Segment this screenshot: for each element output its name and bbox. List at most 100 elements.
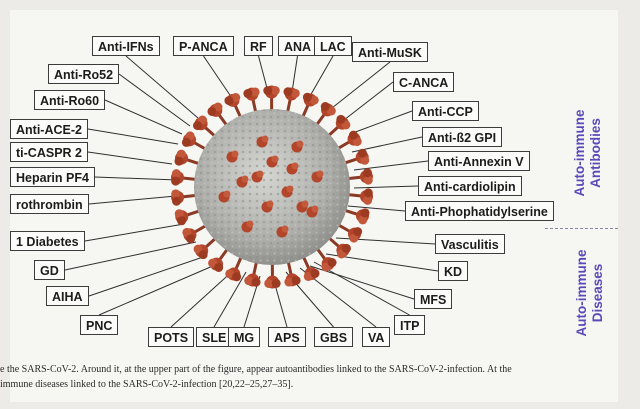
caption-line-2: immune diseases linked to the SARS-CoV-2… bbox=[0, 379, 294, 390]
surface-spike bbox=[218, 190, 231, 203]
connector-line bbox=[125, 55, 199, 119]
surface-spike bbox=[281, 185, 294, 198]
disease-label-sle: SLE bbox=[196, 327, 233, 347]
surface-spike bbox=[226, 150, 239, 163]
connector-line bbox=[98, 261, 223, 316]
connector-line bbox=[309, 265, 415, 300]
antibody-label-anti-annexin-v: Anti-Annexin V bbox=[428, 151, 530, 171]
connector-line bbox=[64, 241, 197, 271]
spike-protein bbox=[171, 189, 185, 206]
spike-protein bbox=[359, 168, 373, 185]
connector-line bbox=[343, 81, 394, 121]
connector-line bbox=[347, 205, 406, 212]
spike-protein bbox=[244, 273, 261, 287]
spike-protein bbox=[170, 169, 184, 186]
disease-label-mfs: MFS bbox=[414, 289, 453, 309]
antibody-label-anti-2-gpi: Anti-ß2 GPI bbox=[422, 127, 503, 147]
connector-line bbox=[291, 55, 298, 93]
antibody-label-c-anca: C-ANCA bbox=[393, 72, 455, 92]
antibodies-heading-line1: Auto-immune bbox=[572, 109, 587, 197]
antibody-label-anti-phophatidylserine: Anti-Phophatidylserine bbox=[405, 201, 554, 221]
virus-core bbox=[170, 85, 374, 289]
spike-protein bbox=[303, 267, 320, 281]
surface-spike bbox=[251, 170, 264, 183]
connector-line bbox=[258, 55, 269, 93]
spike-protein bbox=[243, 87, 260, 101]
spike-protein bbox=[347, 227, 363, 243]
antibody-label-rothrombin: rothrombin bbox=[10, 194, 89, 214]
coronavirus-illustration bbox=[64, 55, 439, 328]
surface-spike bbox=[236, 175, 249, 188]
connector-line bbox=[94, 176, 179, 181]
surface-spike bbox=[311, 170, 324, 183]
antibody-label-ana: ANA bbox=[278, 36, 318, 56]
spike-protein bbox=[321, 257, 337, 272]
spike-protein bbox=[302, 92, 319, 107]
spike-protein bbox=[208, 257, 224, 272]
spike-protein bbox=[320, 102, 336, 117]
surface-spike bbox=[241, 220, 254, 233]
antibody-label-p-anca: P-ANCA bbox=[173, 36, 234, 56]
disease-label-aiha: AIHA bbox=[46, 286, 89, 306]
antibody-label-ti-caspr-2: ti-CASPR 2 bbox=[10, 142, 88, 162]
spike-protein bbox=[335, 114, 351, 130]
disease-label-va: VA bbox=[362, 327, 391, 347]
disease-label-aps: APS bbox=[268, 327, 306, 347]
spike-protein bbox=[360, 188, 374, 205]
surface-spike bbox=[286, 162, 299, 175]
connector-line bbox=[118, 73, 191, 127]
connector-line bbox=[88, 195, 177, 205]
connector-line bbox=[170, 267, 237, 328]
antibody-label-anti-ace-2: Anti-ACE-2 bbox=[10, 119, 88, 139]
connector-line bbox=[313, 261, 410, 316]
spike-protein bbox=[355, 208, 370, 225]
antibody-label-anti-ro52: Anti-Ro52 bbox=[48, 64, 120, 84]
disease-label-pots: POTS bbox=[148, 327, 195, 347]
spike-protein bbox=[283, 87, 300, 101]
caption-line-1: e the SARS-CoV-2. Around it, at the uppe… bbox=[0, 364, 512, 375]
spike-protein bbox=[174, 209, 189, 226]
diseases-heading: Auto-immune Diseases bbox=[574, 250, 606, 337]
antibody-label-lac: LAC bbox=[314, 36, 352, 56]
surface-spike bbox=[291, 140, 304, 153]
spike-protein bbox=[264, 275, 281, 289]
spike-protein bbox=[284, 273, 301, 287]
connector-line bbox=[104, 99, 183, 135]
surface-spike bbox=[256, 135, 269, 148]
spike-protein bbox=[225, 267, 242, 282]
connector-line bbox=[88, 255, 207, 297]
connector-line bbox=[87, 128, 179, 145]
diseases-heading-line1: Auto-immune bbox=[574, 249, 589, 337]
antibody-label-anti-ifns: Anti-IFNs bbox=[92, 36, 160, 56]
antibody-label-rf: RF bbox=[244, 36, 273, 56]
disease-label-gd: GD bbox=[34, 260, 65, 280]
spike-protein bbox=[193, 115, 208, 131]
antibody-label-anti-cardiolipin: Anti-cardiolipin bbox=[418, 176, 522, 196]
antibody-label-anti-ccp: Anti-CCP bbox=[412, 101, 479, 121]
spike-protein bbox=[224, 93, 241, 107]
surface-spike bbox=[261, 200, 274, 213]
spike-protein bbox=[174, 149, 189, 166]
connector-line bbox=[84, 223, 185, 242]
spike-protein bbox=[263, 85, 280, 99]
antibody-label-anti-ro60: Anti-Ro60 bbox=[34, 90, 106, 110]
connector-line bbox=[349, 110, 413, 135]
connector-line bbox=[213, 271, 247, 328]
disease-label-mg: MG bbox=[228, 327, 261, 347]
surface-spike bbox=[306, 205, 319, 218]
spike-protein bbox=[207, 102, 223, 117]
virus-texture bbox=[194, 109, 350, 265]
connector-line bbox=[87, 151, 173, 165]
disease-label-gbs: GBS bbox=[314, 327, 354, 347]
disease-label-itp: ITP bbox=[394, 315, 426, 335]
section-divider bbox=[545, 228, 618, 229]
antibodies-heading: Auto-immune Antibodies bbox=[572, 110, 604, 197]
antibody-label-heparin-pf4: Heparin PF4 bbox=[10, 167, 95, 187]
spike-protein bbox=[181, 131, 197, 147]
antibodies-heading-line2: Antibodies bbox=[588, 118, 603, 188]
spike-protein bbox=[347, 130, 362, 147]
disease-label-1-diabetes: 1 Diabetes bbox=[10, 231, 85, 251]
connector-line bbox=[331, 61, 391, 109]
antibody-label-anti-musk: Anti-MuSK bbox=[352, 42, 428, 62]
